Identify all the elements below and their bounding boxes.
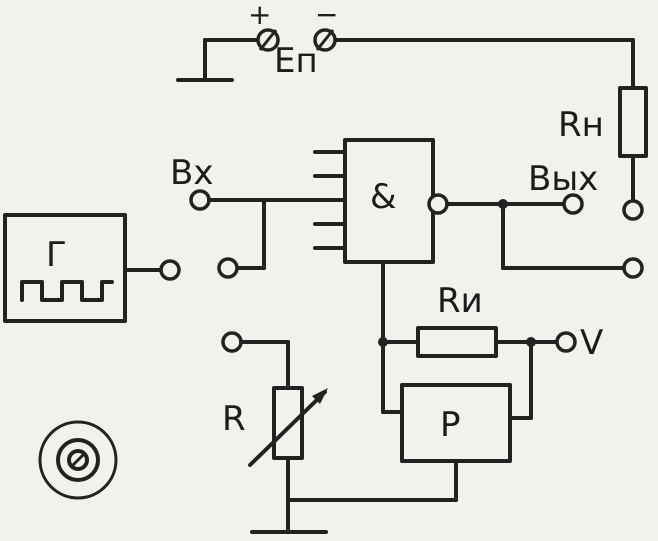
output-terminal[interactable] [562, 193, 584, 215]
load-terminal[interactable] [622, 199, 644, 221]
generator-box [3, 213, 162, 323]
variable-resistor [239, 340, 328, 532]
relay-block [400, 340, 533, 502]
load-resistor-label: Rн [558, 105, 604, 145]
load-resistor [618, 86, 648, 202]
adjust-knob-icon[interactable] [38, 420, 118, 500]
input-aux-terminal[interactable] [217, 257, 239, 279]
input-wires [207, 198, 317, 270]
variable-resistor-terminal[interactable] [221, 331, 243, 353]
gate-symbol: & [370, 177, 397, 217]
generator-terminal[interactable] [159, 259, 181, 281]
gate-output-inverter [427, 193, 449, 215]
measure-resistor-label: Rи [437, 281, 483, 321]
supply-wires [203, 38, 635, 90]
input-label: Вх [170, 153, 213, 193]
output-wires [445, 202, 626, 270]
output-aux-terminal[interactable] [622, 257, 644, 279]
output-label: Вых [528, 159, 598, 199]
plus-label: + [248, 0, 271, 31]
ground-top [176, 38, 234, 82]
input-terminal[interactable] [189, 189, 211, 211]
supply-terminal-minus[interactable] [313, 28, 337, 52]
variable-resistor-label: R [222, 399, 246, 439]
supply-terminal-plus[interactable] [256, 28, 280, 52]
voltmeter-label: V [580, 323, 603, 363]
supply-label: Eп [274, 41, 318, 81]
voltmeter-terminal[interactable] [555, 331, 577, 353]
generator-label: Г [46, 235, 67, 275]
output-junction [498, 199, 508, 209]
minus-label: − [315, 0, 338, 31]
relay-label: Р [440, 405, 461, 445]
measure-junction [378, 337, 388, 347]
